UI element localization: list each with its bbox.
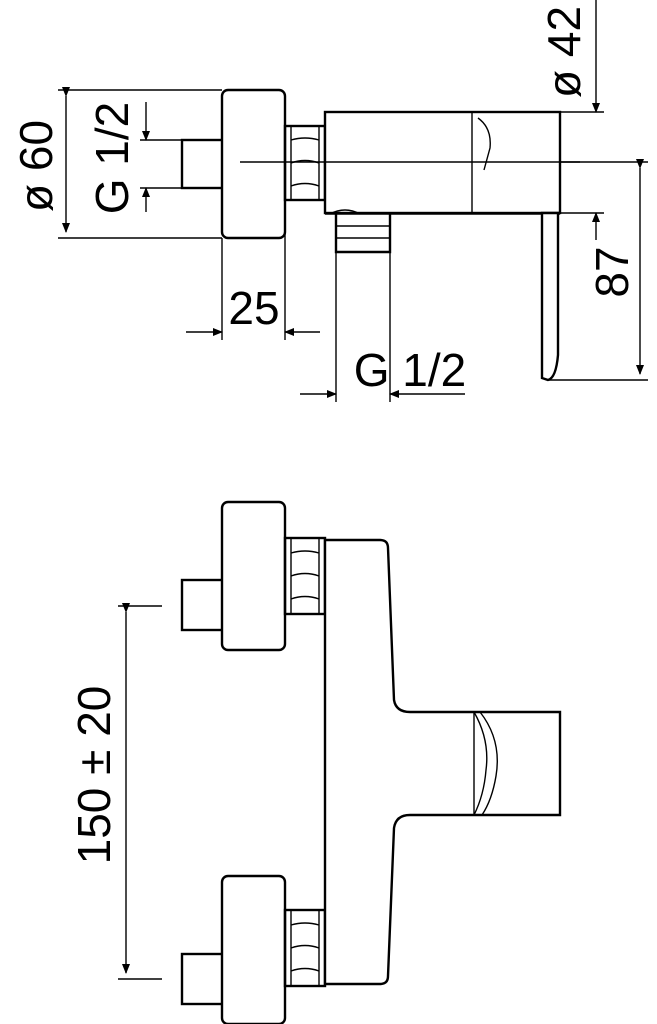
dim-height: 87 [548, 159, 648, 381]
side-outlet-spout [329, 209, 392, 254]
side-lever-curve [477, 117, 491, 171]
dim-diameter-42-label: ø 42 [538, 6, 590, 98]
side-hex-nut [283, 124, 327, 202]
dim-diameter-60: ø 60 [10, 87, 222, 239]
dim-thread-inlet: G 1/2 [86, 102, 182, 215]
side-wall-flange [220, 88, 287, 240]
front-mixer-body [323, 538, 562, 986]
dim-diameter-42: ø 42 [538, 0, 604, 240]
side-view: ø 60 G 1/2 25 G 1/2 [10, 0, 648, 402]
dim-depth-label: 25 [228, 282, 279, 334]
dim-height-label: 87 [586, 246, 638, 297]
side-lever-handle [540, 211, 560, 382]
dim-diameter-60-label: ø 60 [10, 120, 62, 212]
dim-center-distance: 150 ± 20 [68, 603, 162, 980]
dim-thread-outlet: G 1/2 [300, 252, 466, 402]
front-upper-connection [180, 500, 327, 652]
front-lower-connection [180, 874, 327, 1024]
front-view: 150 ± 20 [68, 500, 562, 1024]
side-inlet-stub [180, 138, 226, 190]
front-lever [473, 711, 498, 816]
dim-thread-outlet-label: G 1/2 [354, 344, 467, 396]
dim-thread-inlet-label: G 1/2 [86, 102, 138, 215]
dim-depth: 25 [186, 200, 320, 340]
dim-center-distance-label: 150 ± 20 [68, 686, 120, 865]
